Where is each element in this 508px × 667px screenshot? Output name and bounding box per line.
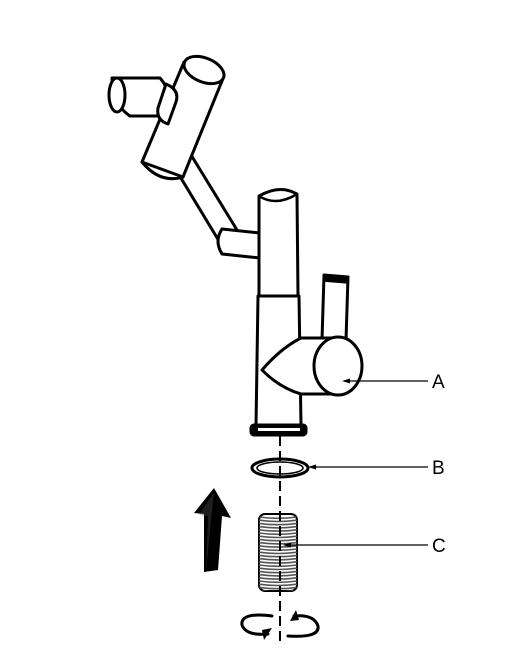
thread-line xyxy=(259,545,297,548)
threaded-rod xyxy=(258,513,298,592)
thread-line xyxy=(259,554,297,558)
spray-head-button xyxy=(156,82,179,126)
thread-line xyxy=(259,535,297,539)
thread-line xyxy=(259,564,297,568)
faucet-lever-handle xyxy=(320,273,350,342)
thread-line xyxy=(259,532,297,536)
thread-line xyxy=(259,577,297,580)
spray-head-grip-end xyxy=(107,76,127,114)
faucet-column-top-edge xyxy=(258,192,298,203)
thread-line xyxy=(259,516,297,520)
thread-line xyxy=(259,529,297,532)
thread-line xyxy=(259,583,297,587)
faucet-base-plate-highlight xyxy=(258,428,300,431)
spray-head-top-cap xyxy=(182,54,226,86)
thread-line xyxy=(259,525,297,529)
faucet-lever-cap xyxy=(323,274,349,284)
faucet-cartridge-cap xyxy=(312,335,364,397)
callout-leaders xyxy=(283,378,428,548)
thread-line xyxy=(259,557,297,561)
thread-line xyxy=(259,519,297,523)
faucet-upper-column xyxy=(257,188,300,298)
thread-line xyxy=(259,538,297,542)
thread-line xyxy=(259,586,297,590)
callout-label-a: A xyxy=(432,372,445,393)
rotation-arrows-icon xyxy=(240,610,320,640)
thread-line xyxy=(259,522,297,526)
spout-elbow xyxy=(216,227,262,260)
thread-line xyxy=(259,580,297,584)
thread-line xyxy=(259,573,297,577)
insert-direction-arrow-icon xyxy=(194,488,231,572)
thread-line xyxy=(259,548,297,552)
spray-head-bottom-rim xyxy=(140,160,185,181)
thread-line xyxy=(259,570,297,574)
thread-line xyxy=(259,541,297,545)
thread-line xyxy=(259,561,297,564)
thread-line xyxy=(259,551,297,555)
faucet-body xyxy=(249,188,364,437)
callout-label-c: C xyxy=(432,536,446,557)
threaded-rod-threads xyxy=(259,516,297,591)
spray-head-assembly xyxy=(107,54,262,260)
callout-label-b: B xyxy=(432,458,445,479)
thread-line xyxy=(259,567,297,571)
